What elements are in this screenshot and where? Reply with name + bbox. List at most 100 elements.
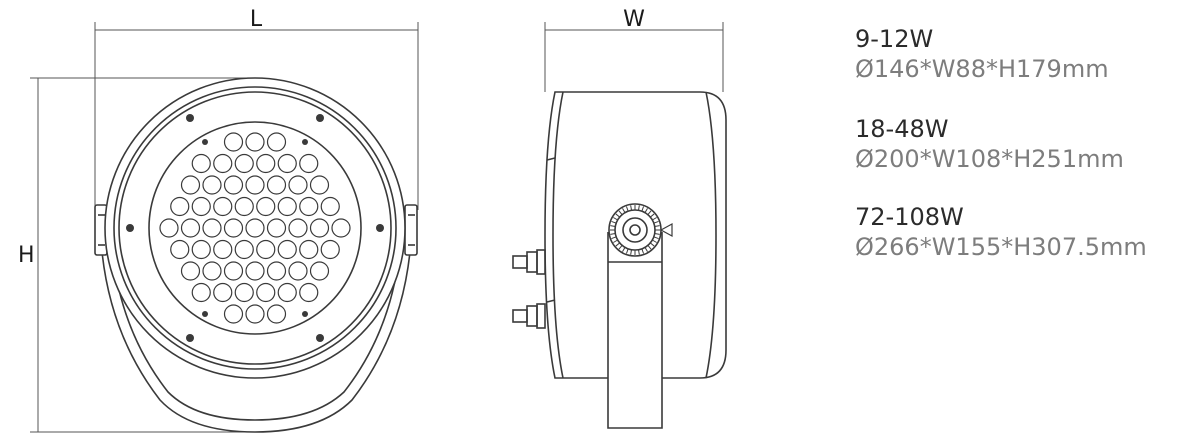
dial-tick [625,248,629,254]
dial-tick [654,225,660,228]
dial-tick [610,225,616,228]
led-lens [234,282,254,303]
led-lens [191,282,211,303]
led-lens [309,175,330,195]
led-lens [213,153,233,174]
led-lens [180,261,201,281]
dial-tick [630,205,633,211]
led-lens [223,304,244,324]
dial-tick [641,206,645,212]
led-lens [277,282,297,303]
led-lens [213,239,233,260]
led-lens [234,153,254,174]
side-view [512,91,727,429]
spec-power: 9-12W [855,25,934,53]
dial-tick [611,236,617,240]
led-lens [191,196,211,217]
spec-power: 72-108W [855,203,964,231]
spec-size: Ø266*W155*H307.5mm [855,233,1147,261]
led-lens [202,261,222,281]
led-lens [288,218,308,238]
dial-tick [618,244,623,250]
spec-group-1: 9-12W Ø146*W88*H179mm [855,24,1109,84]
dial-tick [637,249,640,255]
led-lens [223,132,244,152]
led-lens [202,175,222,195]
dial-tick [622,247,626,252]
cable-gland-bottom [512,303,546,329]
led-lens [245,175,265,195]
dial-tick [610,232,616,235]
led-lens [288,175,308,195]
front-view [94,77,418,433]
led-lens [180,175,201,195]
dial-tick [622,208,626,213]
led-lens [320,239,340,260]
dial-tick [649,242,655,247]
dial-tick [625,206,629,212]
led-lens [266,304,287,324]
dial-tick [644,208,648,213]
led-lens [309,261,330,281]
spec-power: 18-48W [855,115,949,143]
led-lens [180,218,201,238]
led-lens [234,239,254,260]
spec-group-3: 72-108W Ø266*W155*H307.5mm [855,202,1147,262]
dial-tick [653,220,659,224]
dial-tick [637,205,640,211]
dial-tick [654,232,660,235]
cable-gland-top [512,249,546,275]
dimension-lines [30,22,724,433]
led-lens [223,175,244,195]
dimension-label-length: L [250,7,263,32]
dial-tick [652,217,657,221]
led-lens [202,218,222,238]
spec-group-2: 18-48W Ø200*W108*H251mm [855,114,1124,174]
led-lens [245,218,265,238]
led-lens [223,261,244,281]
dial-tick [647,210,652,216]
led-lens [245,261,265,281]
led-lens [191,239,211,260]
dial-tick [644,247,648,252]
dial-tick [613,217,618,221]
led-lens [223,218,244,238]
led-lens [256,153,276,174]
led-lens [234,196,254,217]
dial-tick [615,213,621,218]
led-lens [299,239,319,260]
led-lens [213,196,233,217]
dial-tick [611,220,617,224]
spec-size: Ø146*W88*H179mm [855,55,1109,83]
led-lens [331,218,351,238]
led-lens [266,132,287,152]
led-lens [245,304,265,324]
dial-tick [630,249,633,255]
led-lens [299,153,319,174]
led-lens [191,153,211,174]
led-lens [299,196,319,217]
led-lens [299,282,319,303]
dial-tick [615,242,621,247]
led-lens [159,218,179,238]
led-lens [256,196,276,217]
dial-tick [649,213,655,218]
led-lens [320,196,340,217]
dimension-label-height: H [18,243,35,268]
led-lens [277,196,297,217]
dial-tick [641,248,645,254]
led-lens [309,218,330,238]
led-lens [170,239,190,260]
led-lens [256,239,276,260]
led-lens [245,132,265,152]
spec-size: Ø200*W108*H251mm [855,145,1124,173]
led-lens [213,282,233,303]
led-lens [277,153,297,174]
led-lens [277,239,297,260]
led-lens [266,261,287,281]
dial-tick [652,239,657,243]
led-lens [170,196,190,217]
led-lens [266,218,287,238]
dial-tick [647,244,652,250]
